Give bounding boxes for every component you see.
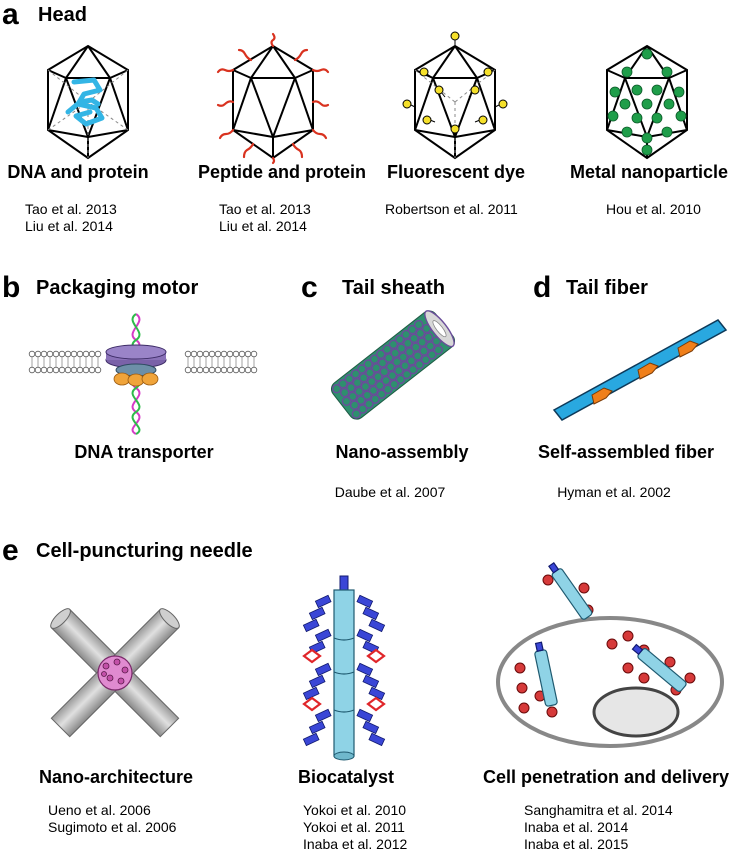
reference: Liu et al. 2014 [25,218,113,234]
panel-e-item-1-title: Nano-architecture [38,767,194,787]
capsid-metal-nanoparticle-icon [606,44,688,160]
reference: Yokoi et al. 2011 [303,819,405,835]
panel-d-letter: d [533,271,552,304]
reference: Sanghamitra et al. 2014 [524,802,673,818]
panel-e-item-3-title: Cell penetration and delivery [482,767,730,787]
panel-a-item-3-refs: Robertson et al. 2011 [385,201,518,218]
nano-architecture-icon [50,608,180,738]
panel-a-item-3-title: Fluorescent dye [386,162,526,182]
panel-e-item-2-title: Biocatalyst [297,767,395,787]
panel-a-item-4-title: Metal nanoparticle [569,162,729,182]
capsid-peptide-protein-icon [216,32,330,165]
panel-c-refs: Daube et al. 2007 [335,484,446,501]
panel-a-item-1-refs: Tao et al. 2013 Liu et al. 2014 [25,201,117,235]
reference: Robertson et al. 2011 [385,201,518,217]
panel-c-title: Tail sheath [342,277,445,299]
tail-fiber-icon [552,319,728,421]
reference: Sugimoto et al. 2006 [48,819,177,835]
packaging-motor-icon [28,313,258,435]
panel-a-item-2-refs: Tao et al. 2013 Liu et al. 2014 [219,201,311,235]
capsid-dna-protein-icon [47,44,129,160]
panel-a-title: Head [38,4,87,26]
reference: Tao et al. 2013 [25,201,117,217]
reference: Daube et al. 2007 [334,484,446,500]
panel-c-letter: c [301,271,318,304]
membrane-right [184,350,258,374]
reference: Liu et al. 2014 [219,218,307,234]
panel-b-item-title: DNA transporter [74,442,214,462]
panel-d-refs: Hyman et al. 2002 [557,484,671,501]
panel-d-title: Tail fiber [566,277,648,299]
tail-sheath-tube-icon [330,310,456,420]
capsid-fluorescent-dye-icon [402,31,508,160]
panel-c-item-title: Nano-assembly [335,442,469,462]
panel-b-letter: b [2,271,21,304]
panel-a-letter: a [2,0,19,31]
reference: Hyman et al. 2002 [557,484,671,500]
panel-a-item-4-refs: Hou et al. 2010 [606,201,701,218]
panel-b-title: Packaging motor [36,277,199,299]
panel-e-item-3-refs: Sanghamitra et al. 2014 Inaba et al. 201… [524,802,673,853]
panel-e-item-2-refs: Yokoi et al. 2010 Yokoi et al. 2011 Inab… [303,802,407,853]
panel-d-item-title: Self-assembled fiber [537,442,715,462]
panel-a-item-1-title: DNA and protein [7,162,149,182]
membrane-left [28,350,102,374]
reference: Tao et al. 2013 [219,201,311,217]
biocatalyst-needle-icon [302,575,386,761]
cell-penetration-icon [496,561,724,748]
reference: Yokoi et al. 2010 [303,802,407,818]
panel-e-item-1-refs: Ueno et al. 2006 Sugimoto et al. 2006 [48,802,176,836]
reference: Hou et al. 2010 [606,201,701,217]
panel-e-letter: e [2,534,19,567]
reference: Ueno et al. 2006 [48,802,151,818]
panel-a-item-2-title: Peptide and protein [197,162,367,182]
panel-e-title: Cell-puncturing needle [36,540,253,562]
reference: Inaba et al. 2015 [524,836,629,852]
reference: Inaba et al. 2014 [524,819,629,835]
reference: Inaba et al. 2012 [303,836,408,852]
